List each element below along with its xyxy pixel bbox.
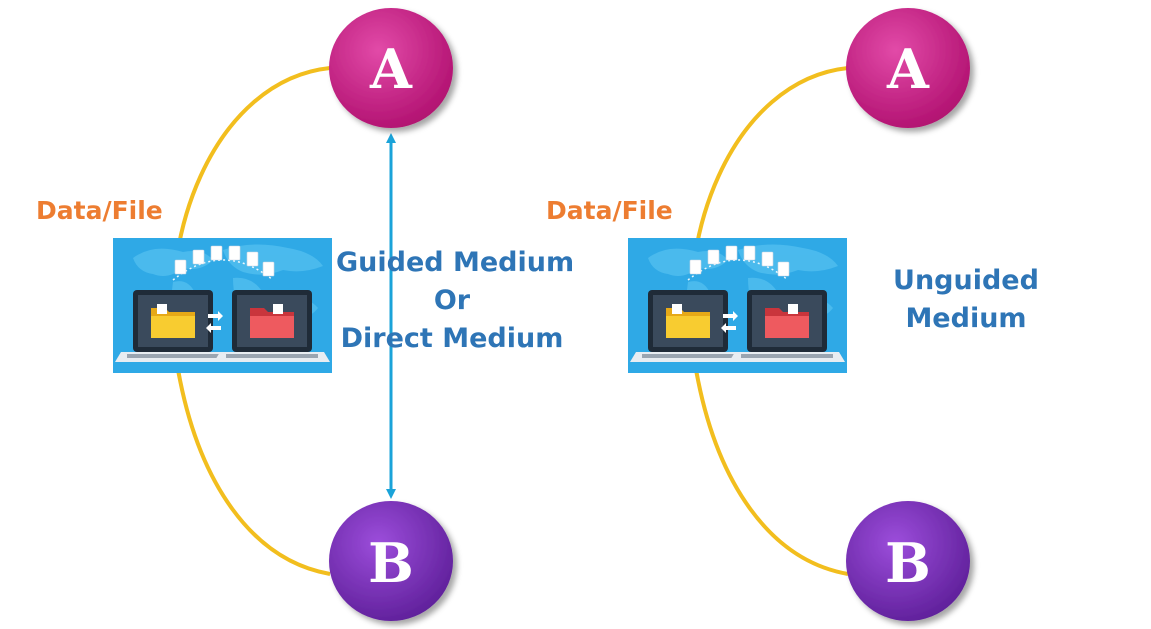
file-transfer-illustration [112,237,333,374]
medium-line: Or [433,285,471,316]
data-file-label-right: Data/File [546,196,673,225]
left-panel: A B [112,8,453,621]
data-file-label-left: Data/File [36,196,163,225]
node-b-right[interactable]: B [846,501,970,621]
guided-medium-label: Guided Medium Or Direct Medium [336,244,575,358]
file-transfer-illustration [627,237,848,374]
medium-line: Unguided [893,265,1039,296]
medium-line: Guided Medium [336,247,575,278]
node-b-left[interactable]: B [329,501,453,621]
medium-line: Medium [905,303,1027,334]
medium-line: Direct Medium [340,323,564,354]
unguided-medium-label: Unguided Medium [886,262,1046,338]
node-a-label: A [886,37,930,101]
right-panel: A B [627,8,970,621]
node-a-label: A [369,37,413,101]
node-a-left[interactable]: A [329,8,453,128]
node-a-right[interactable]: A [846,8,970,128]
node-b-label: B [885,531,931,595]
node-b-label: B [368,531,414,595]
